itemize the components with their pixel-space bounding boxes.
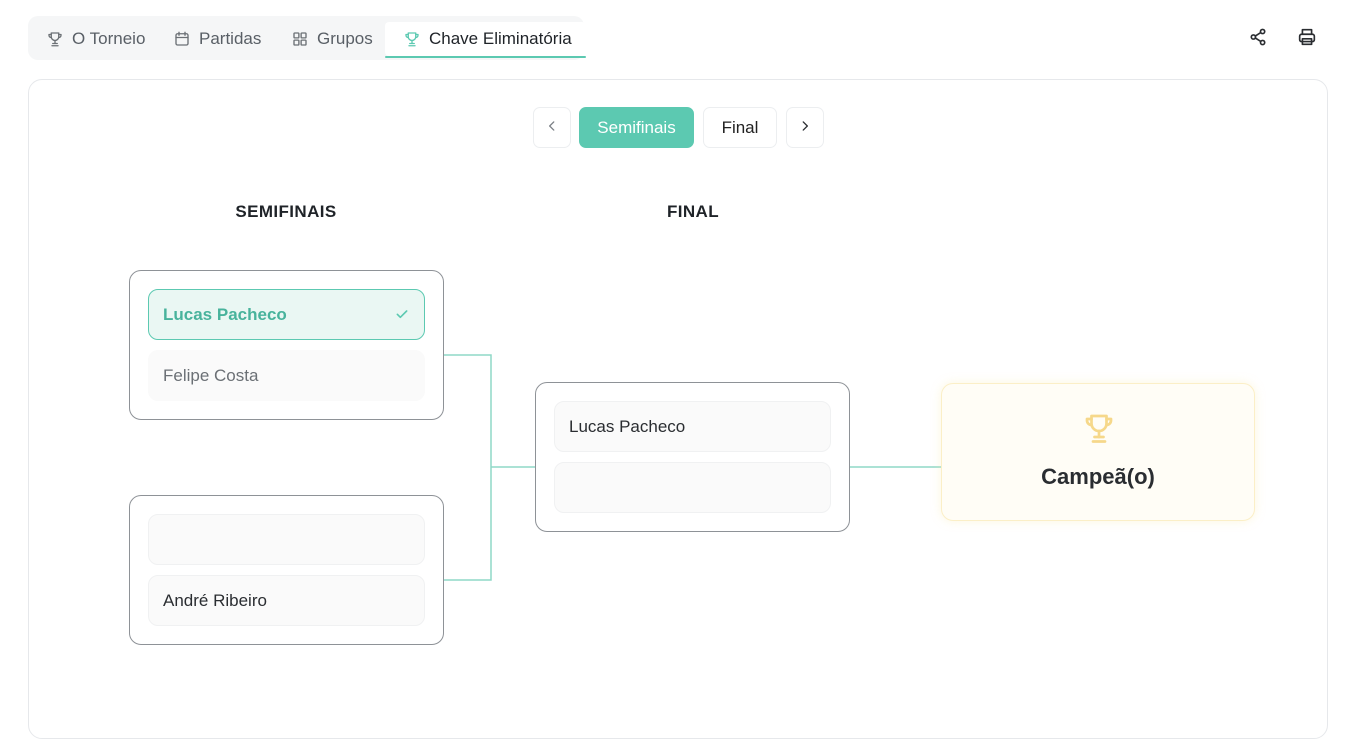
player-name: Felipe Costa <box>163 365 259 385</box>
player-slot-empty[interactable] <box>554 462 831 513</box>
share-icon[interactable] <box>1247 26 1269 48</box>
semifinal-match-1: Lucas Pacheco Felipe Costa <box>129 270 444 420</box>
player-slot-empty[interactable] <box>148 514 425 565</box>
tab-o-torneio[interactable]: O Torneio <box>28 22 159 56</box>
grid-icon <box>291 30 309 48</box>
chevron-right-icon <box>798 118 812 138</box>
check-icon <box>394 306 410 327</box>
next-round-button[interactable] <box>786 107 824 148</box>
player-slot-winner[interactable]: Lucas Pacheco <box>148 289 425 340</box>
tab-label: Chave Eliminatória <box>429 29 572 48</box>
tab-label: O Torneio <box>72 29 146 48</box>
player-slot[interactable]: Lucas Pacheco <box>554 401 831 452</box>
final-match: Lucas Pacheco <box>535 382 850 532</box>
tab-label: Partidas <box>199 29 262 48</box>
round-semifinais-button[interactable]: Semifinais <box>579 107 694 148</box>
player-name: Lucas Pacheco <box>569 416 686 436</box>
bracket-connectors <box>444 354 941 581</box>
trophy-icon <box>403 30 421 48</box>
player-name: André Ribeiro <box>163 590 267 610</box>
champion-box: Campeã(o) <box>941 383 1255 521</box>
player-slot[interactable]: André Ribeiro <box>148 575 425 626</box>
print-icon[interactable] <box>1296 26 1318 48</box>
semifinal-match-2: André Ribeiro <box>129 495 444 645</box>
player-name: Lucas Pacheco <box>163 304 287 324</box>
tab-chave-eliminatoria[interactable]: Chave Eliminatória <box>385 22 586 58</box>
bracket-card: Semifinais Final SEMIFINAIS FINAL Lucas … <box>28 79 1328 739</box>
calendar-icon <box>173 30 191 48</box>
tab-label: Grupos <box>317 29 373 48</box>
chevron-left-icon <box>545 118 559 138</box>
semifinal-connector <box>444 354 492 581</box>
trophy-icon <box>1081 410 1117 451</box>
champion-label: Campeã(o) <box>1041 464 1155 489</box>
player-slot[interactable]: Felipe Costa <box>148 350 425 401</box>
trophy-icon <box>46 30 64 48</box>
prev-round-button[interactable] <box>533 107 571 148</box>
tab-grupos[interactable]: Grupos <box>273 22 387 56</box>
tab-bar: O Torneio Partidas Grupos Chave Eliminat… <box>28 16 586 60</box>
tab-partidas[interactable]: Partidas <box>155 22 275 56</box>
round-final-button[interactable]: Final <box>703 107 777 148</box>
column-title-semifinais: SEMIFINAIS <box>235 202 337 221</box>
column-title-final: FINAL <box>666 202 720 221</box>
